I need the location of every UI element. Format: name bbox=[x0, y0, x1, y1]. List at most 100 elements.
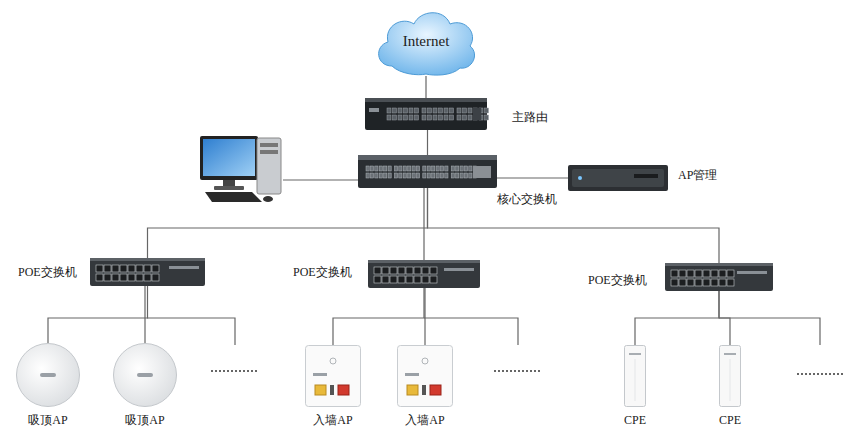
cloud-label: Internet bbox=[403, 32, 450, 50]
device-label: POE交换机 bbox=[293, 265, 352, 280]
device-illustration bbox=[365, 98, 487, 130]
wall-ap-port bbox=[407, 385, 418, 395]
monitor-frame bbox=[200, 136, 258, 180]
port bbox=[456, 173, 459, 178]
port bbox=[436, 166, 439, 171]
port bbox=[370, 166, 373, 171]
poe-port bbox=[727, 279, 734, 286]
device-illustration bbox=[305, 345, 361, 407]
port bbox=[394, 166, 397, 171]
port bbox=[412, 166, 415, 171]
router-logo bbox=[369, 108, 379, 112]
poe-port bbox=[152, 274, 159, 281]
port bbox=[464, 166, 467, 171]
poe-port bbox=[398, 267, 405, 274]
device-node: 入墙AP bbox=[305, 345, 361, 407]
device-node: POE交换机 bbox=[368, 260, 480, 288]
monitor-screen bbox=[203, 139, 255, 176]
ellipsis-dot bbox=[534, 370, 536, 372]
cloud-shape bbox=[379, 13, 475, 75]
device-label: AP管理 bbox=[678, 168, 717, 183]
cpe-seam bbox=[635, 359, 636, 401]
port bbox=[370, 173, 373, 178]
poe-port bbox=[422, 267, 429, 274]
ellipsis-dot bbox=[538, 370, 540, 372]
wall-ap-led bbox=[330, 358, 336, 364]
port bbox=[433, 108, 437, 113]
device-node: 吸顶AP bbox=[16, 343, 80, 407]
router-slot bbox=[473, 108, 481, 120]
cpe-body bbox=[625, 346, 646, 407]
port bbox=[436, 173, 439, 178]
poe-port bbox=[695, 270, 702, 277]
port bbox=[398, 115, 402, 120]
keyboard bbox=[205, 192, 262, 202]
ellipsis-dot bbox=[817, 373, 819, 375]
port bbox=[427, 166, 430, 171]
port bbox=[450, 108, 454, 113]
ellipsis-dot bbox=[530, 370, 532, 372]
poe-body bbox=[665, 263, 773, 291]
bus-extension bbox=[719, 318, 820, 345]
wall-ap-body bbox=[306, 346, 361, 407]
poe-port bbox=[679, 270, 686, 277]
device-node: CPE bbox=[624, 345, 646, 407]
device-label: 入墙AP bbox=[313, 413, 352, 428]
port bbox=[428, 115, 432, 120]
ceiling-ap-body bbox=[17, 344, 80, 407]
port bbox=[416, 173, 419, 178]
network-cable bbox=[719, 291, 730, 345]
poe-port bbox=[136, 274, 143, 281]
ellipsis-dot bbox=[522, 370, 524, 372]
network-cable bbox=[428, 188, 720, 263]
cpe-seam bbox=[730, 359, 731, 401]
wall-ap-port bbox=[430, 385, 441, 395]
poe-label-strip bbox=[444, 268, 474, 271]
device-illustration bbox=[624, 345, 646, 407]
poe-port bbox=[695, 279, 702, 286]
ellipsis-dot bbox=[247, 370, 249, 372]
poe-port bbox=[703, 270, 710, 277]
poe-port bbox=[152, 265, 159, 272]
ceiling-ap-logo bbox=[137, 373, 153, 377]
device-illustration bbox=[719, 345, 741, 407]
ellipsis-dot bbox=[235, 370, 237, 372]
device-illustration bbox=[113, 343, 177, 407]
poe-port bbox=[96, 265, 103, 272]
port bbox=[444, 115, 448, 120]
router-body bbox=[365, 98, 487, 130]
ellipsis-dot bbox=[219, 370, 221, 372]
port bbox=[428, 108, 432, 113]
ellipsis-dot bbox=[813, 373, 815, 375]
port bbox=[439, 108, 443, 113]
device-label: CPE bbox=[719, 413, 741, 428]
cpe-body bbox=[720, 346, 741, 407]
port bbox=[445, 166, 448, 171]
poe-port bbox=[671, 270, 678, 277]
port bbox=[469, 173, 472, 178]
ellipsis-dot bbox=[215, 370, 217, 372]
port bbox=[457, 108, 461, 113]
poe-top bbox=[665, 263, 773, 266]
port bbox=[409, 115, 413, 120]
port bbox=[433, 115, 437, 120]
poe-port bbox=[120, 265, 127, 272]
device-node: 主路由 bbox=[365, 98, 487, 130]
port bbox=[403, 173, 406, 178]
network-cable bbox=[333, 288, 424, 345]
cpe-logo bbox=[724, 353, 736, 355]
device-label: POE交换机 bbox=[18, 265, 77, 280]
router-top bbox=[365, 98, 487, 102]
port bbox=[422, 115, 426, 120]
ellipsis-dot bbox=[506, 370, 508, 372]
port bbox=[398, 108, 402, 113]
wall-ap-logo bbox=[313, 373, 327, 376]
port bbox=[387, 108, 391, 113]
port bbox=[457, 115, 461, 120]
poe-port bbox=[112, 274, 119, 281]
poe-body bbox=[90, 258, 205, 286]
monitor-base bbox=[214, 186, 244, 190]
port bbox=[375, 173, 378, 178]
port bbox=[460, 166, 463, 171]
switch-top bbox=[358, 155, 497, 160]
